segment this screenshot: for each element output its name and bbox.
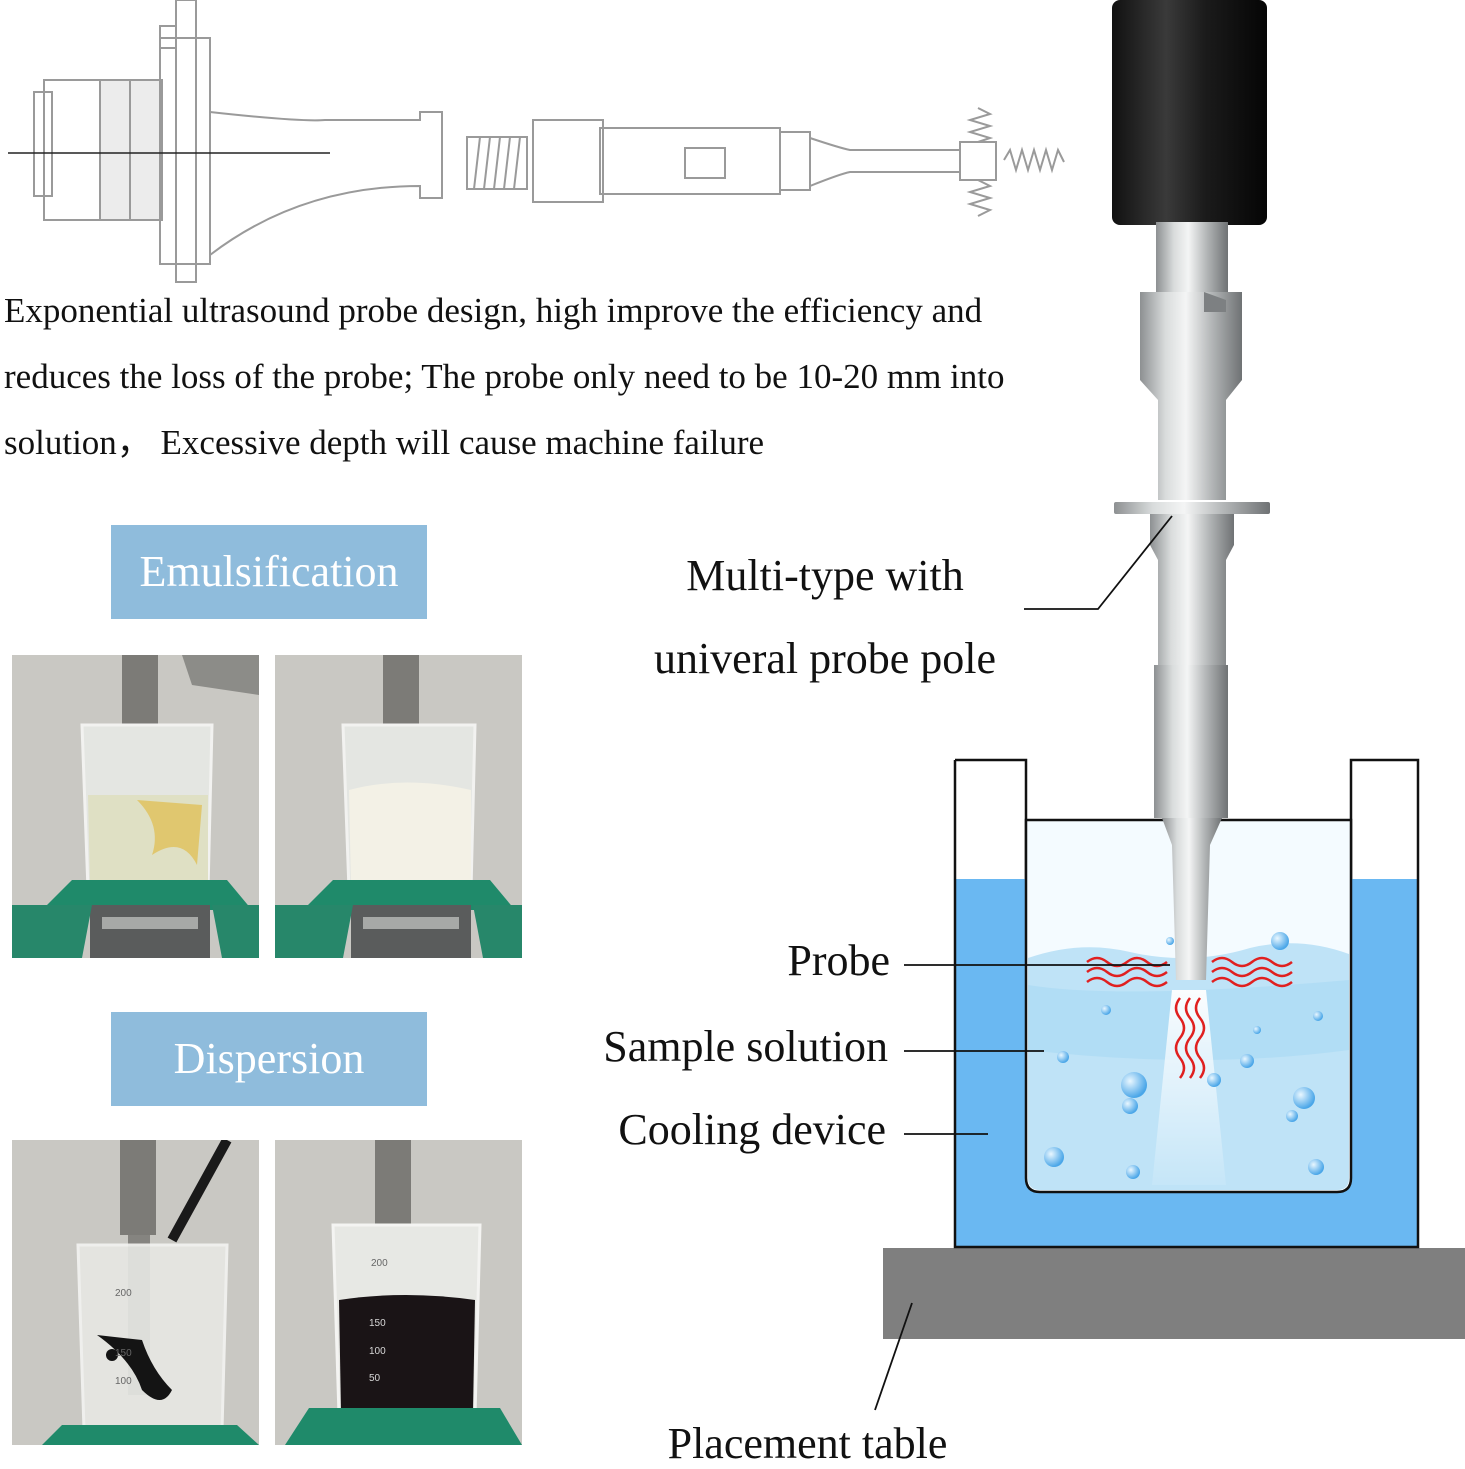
- sample-solution: [1028, 943, 1349, 1190]
- beaker-mark-200b: 200: [371, 1258, 388, 1269]
- cooling-device-label: Cooling device: [618, 1105, 886, 1154]
- placement-table: [883, 1248, 1465, 1339]
- beaker-mark-100: 100: [115, 1376, 132, 1387]
- beaker-mark-150: 150: [115, 1348, 132, 1359]
- cooling-device-water: [955, 879, 1418, 1247]
- probe-pole-label-line2: univeral probe pole: [653, 634, 997, 683]
- schematic-exponential-horn: [209, 111, 443, 256]
- ultrasonic-beam: [1152, 990, 1226, 1185]
- probe-label: Probe: [787, 936, 890, 985]
- schematic-probe-body: [532, 119, 604, 203]
- cooling-device-outline: [953, 758, 1420, 1249]
- dispersion-banner: Dispersion: [111, 1012, 427, 1106]
- schematic-threaded-stud: [466, 136, 528, 190]
- schematic-vibration-spring-up: [966, 107, 994, 143]
- transducer-cap: [1112, 0, 1267, 225]
- description-line-3: solution， Excessive depth will cause mac…: [4, 423, 765, 462]
- probe-pole-leader: [1024, 515, 1173, 610]
- vibration-waves: [1086, 956, 1293, 1079]
- schematic-wave-spring: [1003, 146, 1065, 174]
- placement-table-label: Placement table: [667, 1419, 948, 1468]
- emulsification-photo-before: [12, 655, 259, 958]
- schematic-vibration-spring-down: [966, 179, 994, 217]
- probe-schematic: [8, 0, 1065, 283]
- emulsification-photo-after: [275, 655, 522, 958]
- schematic-flange: [159, 37, 211, 265]
- probe-pole-label-line1: Multi-type with: [686, 551, 964, 600]
- sample-solution-label: Sample solution: [603, 1022, 888, 1071]
- beaker-mark-100b: 100: [369, 1346, 386, 1357]
- description-line-1: Exponential ultrasound probe design, hig…: [4, 291, 983, 330]
- beaker-mark-150b: 150: [369, 1318, 386, 1329]
- beaker-mark-200: 200: [115, 1288, 132, 1299]
- ultrasonic-probe: [1112, 0, 1270, 980]
- placement-table-leader: [874, 1302, 913, 1411]
- beaker-mark-50b: 50: [369, 1373, 381, 1384]
- dispersion-photo-before: 200 150 100: [12, 1140, 259, 1445]
- cavitation-bubbles: [1044, 932, 1324, 1179]
- sample-beaker-inner: [1024, 818, 1353, 1194]
- description-text: Exponential ultrasound probe design, hig…: [4, 278, 1094, 476]
- description-line-2: reduces the loss of the probe; The probe…: [4, 357, 1005, 396]
- dispersion-photo-after: 200 150 100 50: [275, 1140, 522, 1445]
- emulsification-banner: Emulsification: [111, 525, 427, 619]
